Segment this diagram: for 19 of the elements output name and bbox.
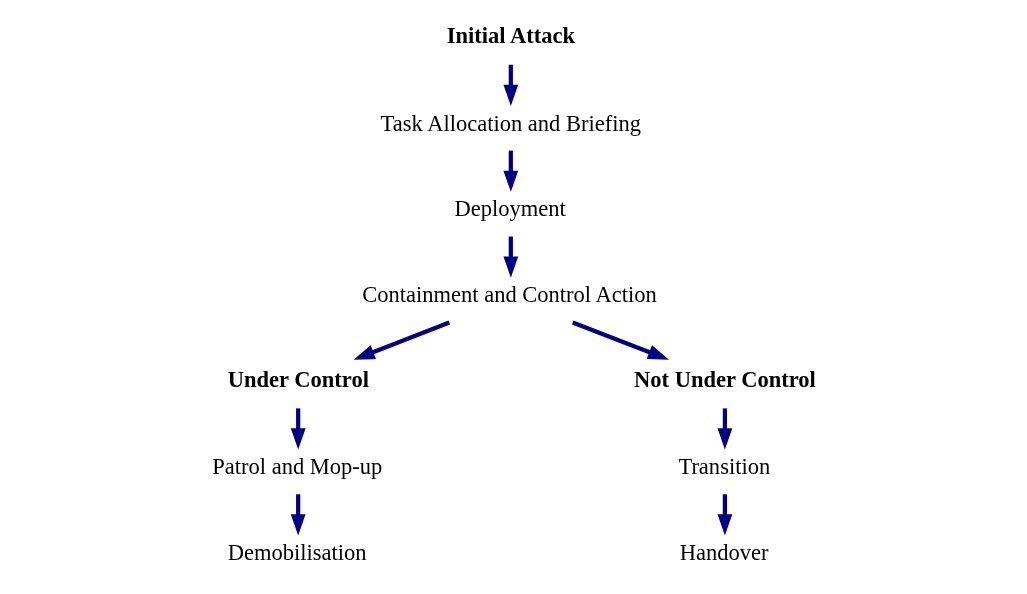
node-text: Handover: [679, 540, 769, 566]
node-text: Task Allocation and Briefing: [380, 110, 641, 136]
arrow: [502, 64, 518, 106]
arrow: [502, 236, 518, 278]
node-text: Demobilisation: [227, 540, 367, 566]
arrow: [502, 150, 518, 192]
node-text: Transition: [677, 454, 770, 480]
arrow: [571, 320, 669, 360]
node-text: Not Under Control: [633, 366, 816, 392]
node-text: Deployment: [454, 196, 566, 222]
arrow: [290, 408, 306, 450]
node-text: Initial Attack: [446, 23, 575, 49]
arrow: [717, 494, 732, 536]
arrow: [717, 408, 732, 450]
arrow: [290, 494, 306, 536]
node-text: Containment and Control Action: [361, 282, 657, 308]
node-text: Under Control: [227, 366, 369, 392]
node-text: Patrol and Mop-up: [211, 454, 382, 480]
arrow: [353, 320, 450, 360]
